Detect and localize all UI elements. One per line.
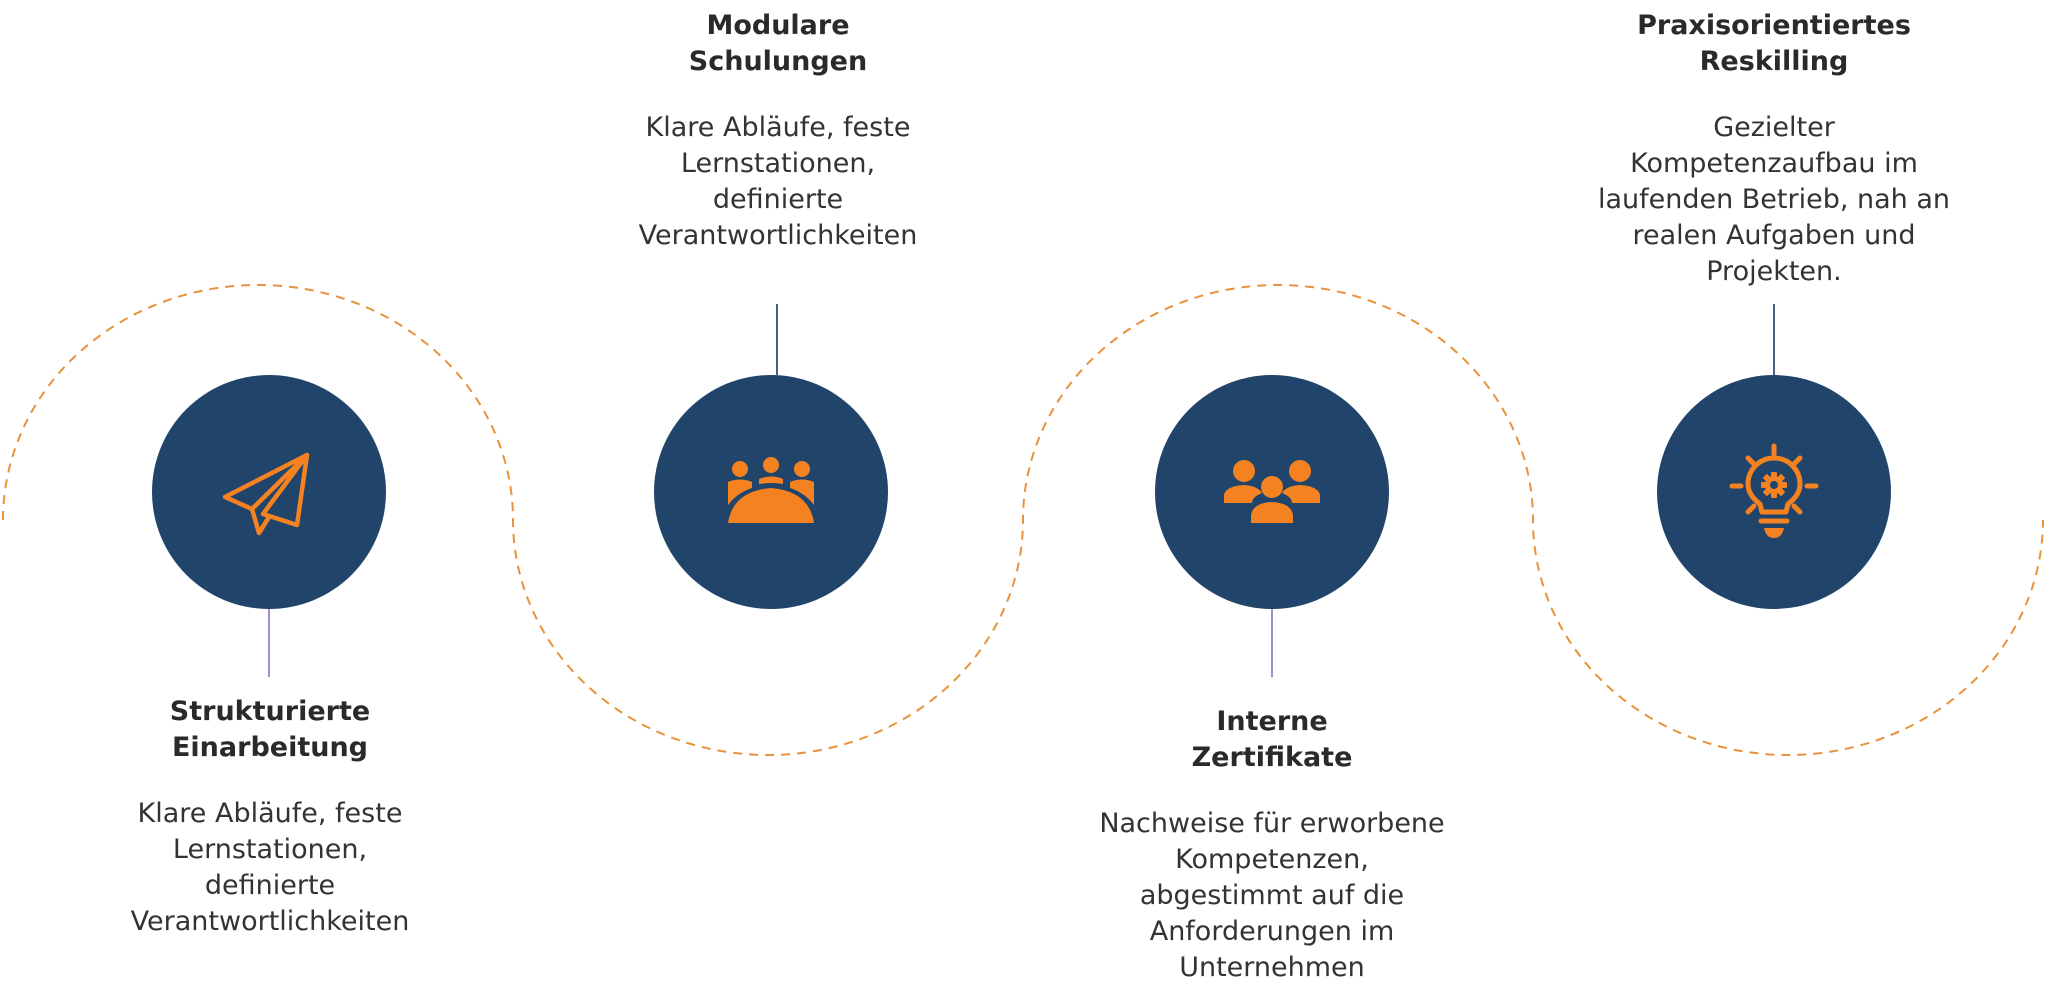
connector-line [268, 609, 270, 677]
step-text: Modulare Schulungen Klare Abläufe, feste… [578, 8, 978, 254]
meeting-table-icon [728, 457, 814, 523]
step-description: Nachweise für erworbene Kompetenzen, abg… [1099, 808, 1445, 983]
paper-plane-icon [222, 452, 310, 536]
lightbulb-gear-icon [1729, 443, 1819, 538]
step-text: Praxisorientiertes Reskilling Gezielter … [1574, 8, 1974, 290]
team-group-icon [1224, 460, 1320, 523]
step-description: Klare Abläufe, feste Lernstationen, defi… [130, 798, 410, 937]
step-node [1155, 375, 1389, 609]
step-title: Praxisorientiertes Reskilling [1637, 10, 1911, 77]
step-node [1657, 375, 1891, 609]
connector-line [1271, 609, 1273, 677]
step-title: Interne Zertifikate [1191, 706, 1353, 773]
step-text: Strukturierte Einarbeitung Klare Abläufe… [70, 694, 470, 940]
step-title: Modulare Schulungen [688, 10, 868, 77]
step-node [654, 375, 888, 609]
connector-line [1773, 304, 1775, 375]
step-description: Gezielter Kompetenzaufbau im laufenden B… [1597, 112, 1951, 287]
step-description: Klare Abläufe, feste Lernstationen, defi… [638, 112, 918, 251]
step-node [152, 375, 386, 609]
step-title: Strukturierte Einarbeitung [169, 696, 371, 763]
connector-line [776, 304, 778, 375]
step-text: Interne Zertifikate Nachweise für erworb… [1072, 704, 1472, 986]
